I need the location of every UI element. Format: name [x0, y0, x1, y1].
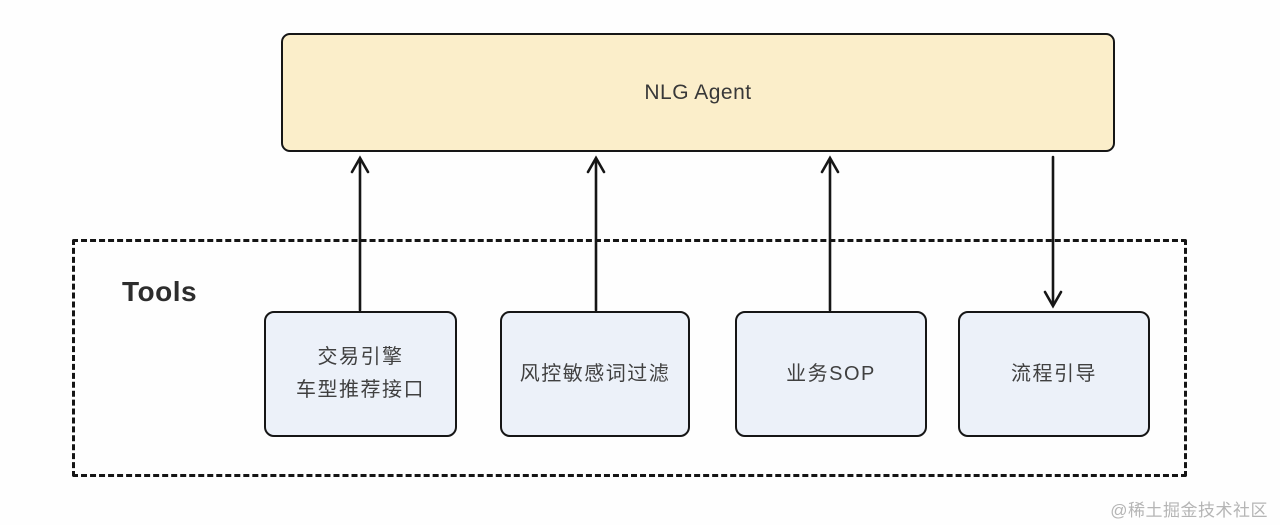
watermark-text: @稀土掘金技术社区 — [1110, 501, 1268, 520]
arrow-up — [350, 155, 370, 174]
tool-node-label: 流程引导 — [1011, 362, 1097, 385]
tool-node-label: 交易引擎 车型推荐接口 — [296, 346, 425, 401]
tools-group-border — [72, 239, 1187, 477]
tools-group-label: Tools — [122, 276, 198, 307]
arrow-up — [820, 155, 840, 174]
tool-node-label: 风控敏感词过滤 — [519, 362, 671, 385]
nlg-agent-label: NLG Agent — [644, 80, 752, 104]
tool-node-risk-filter: 风控敏感词过滤 — [500, 311, 690, 437]
arrow-up — [586, 155, 606, 174]
nlg-agent-node: NLG Agent — [281, 33, 1115, 152]
tool-node-business-sop: 业务SOP — [735, 311, 927, 437]
tool-node-process-guide: 流程引导 — [958, 311, 1150, 437]
tool-node-label: 业务SOP — [786, 362, 876, 385]
tool-node-trade-engine: 交易引擎 车型推荐接口 — [264, 311, 457, 437]
